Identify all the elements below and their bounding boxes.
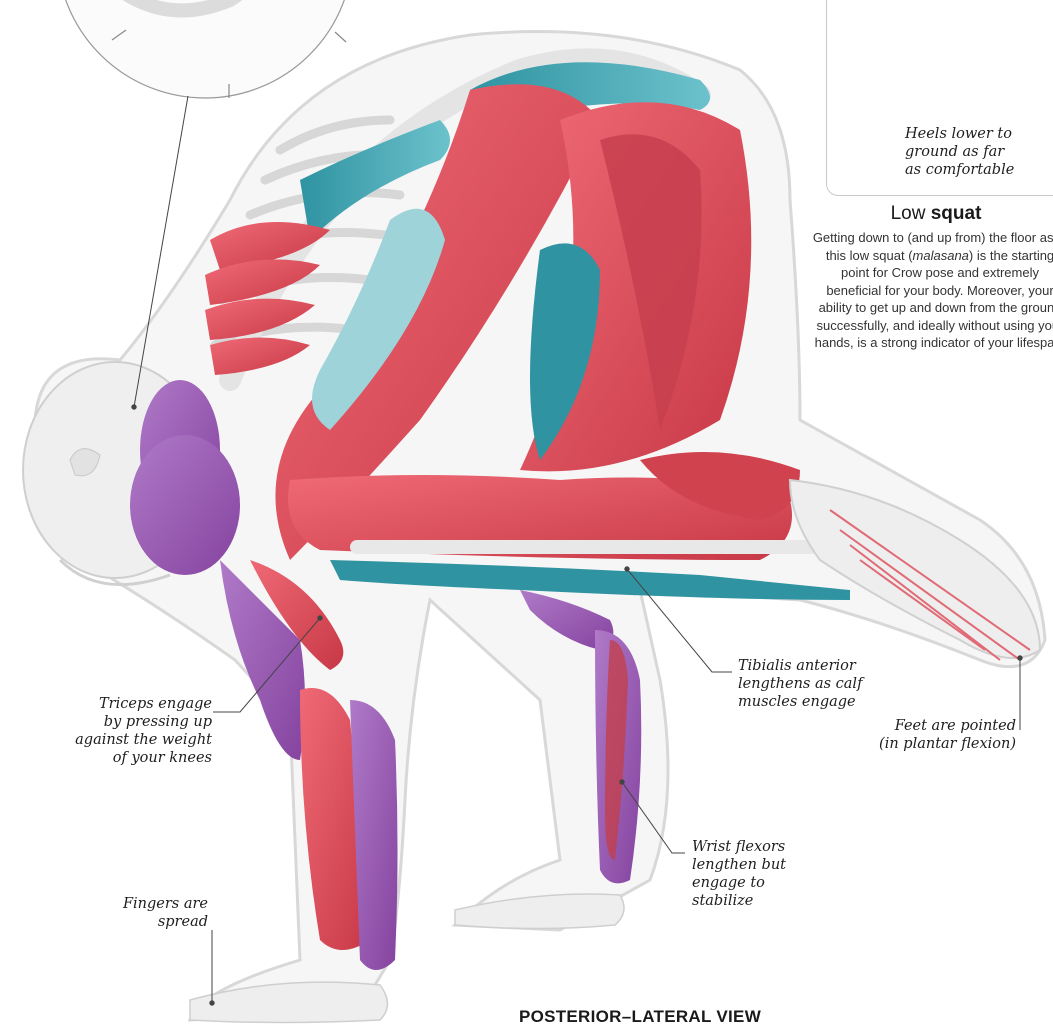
tibialis-annotation: Tibialis anterior lengthens as calf musc… <box>738 657 908 711</box>
inset-title: Low squat <box>826 203 1046 225</box>
wrist-annotation: Wrist flexors lengthen but engage to sta… <box>692 838 832 910</box>
feet-annotation: Feet are pointed (in plantar flexion) <box>850 717 1016 753</box>
heels-caption: Heels lower to ground as far as comforta… <box>905 125 1014 179</box>
fingers-annotation: Fingers are spread <box>100 895 208 931</box>
view-title: POSTERIOR–LATERAL VIEW <box>470 1007 810 1027</box>
inset-body: Getting down to (and up from) the floor … <box>812 229 1053 379</box>
inset-body-italic: malasana <box>913 248 969 263</box>
detail-zoom-circle <box>57 0 353 98</box>
inset-title-bold: squat <box>931 203 982 224</box>
inset-title-prefix: Low <box>891 203 931 224</box>
triceps-annotation: Triceps engage by pressing up against th… <box>60 695 212 767</box>
